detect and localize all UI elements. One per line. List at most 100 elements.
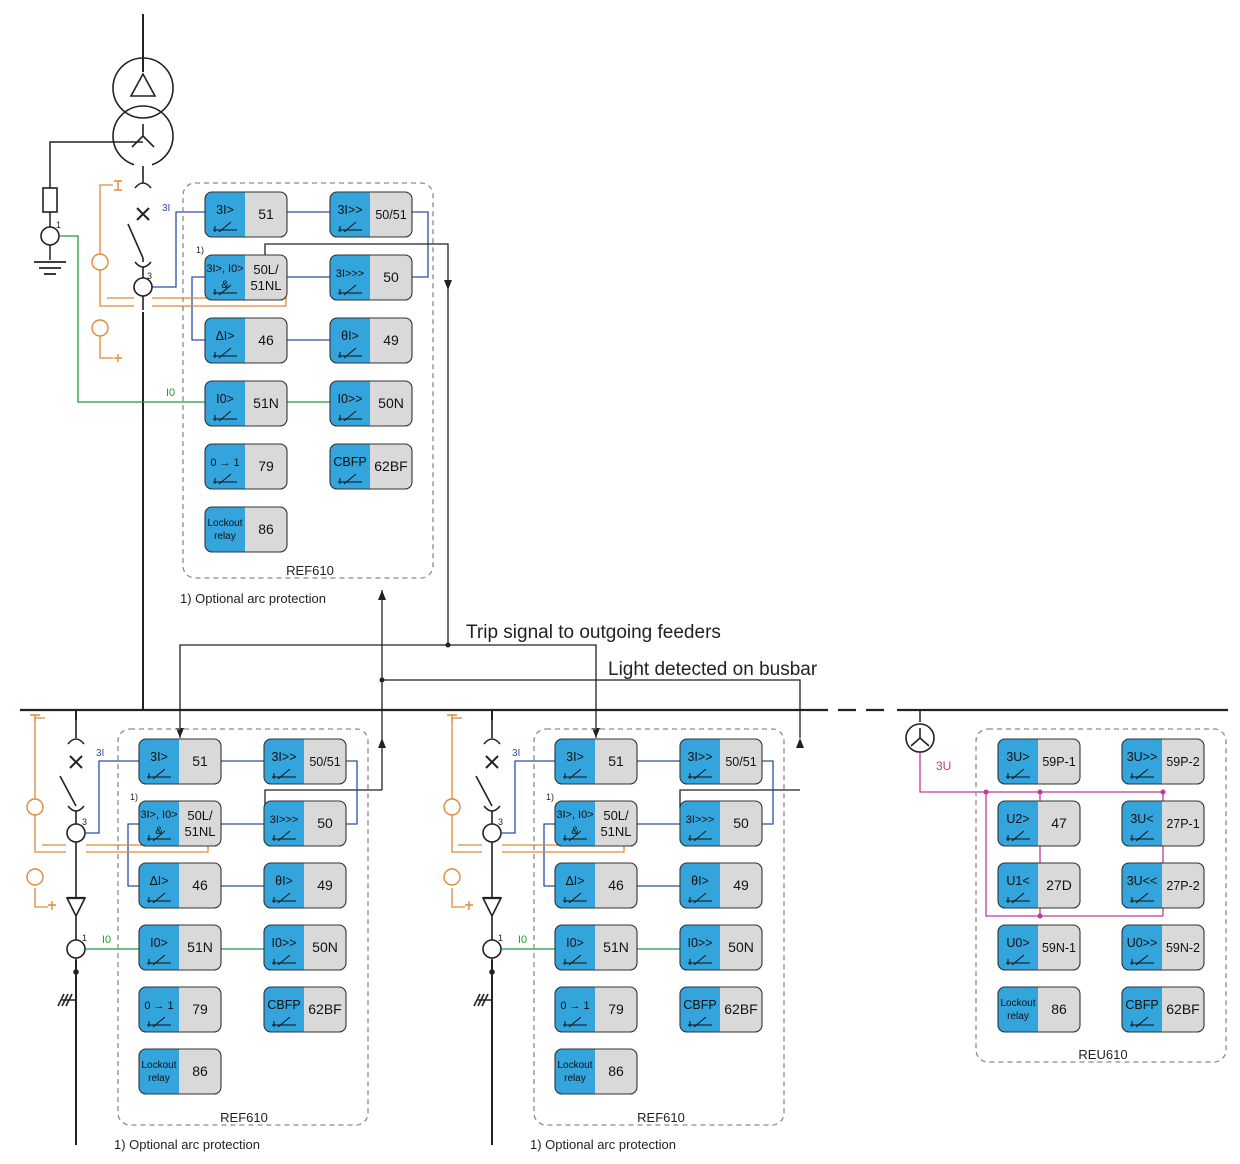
function-symbol: 3I>: [216, 203, 234, 217]
function-outline: [329, 191, 413, 238]
function-symbol: &: [571, 825, 579, 837]
junction-dot: [1160, 789, 1166, 795]
delta-icon: [129, 72, 157, 97]
protection-function: I0>51N: [554, 924, 638, 971]
characteristic-icon: [147, 830, 171, 842]
characteristic-icon: [1130, 954, 1154, 966]
function-code: 59N-1: [1042, 941, 1076, 955]
function-symbol: &: [155, 825, 163, 837]
function-symbol: Lockout: [207, 518, 242, 529]
footnote-mark: 1): [196, 245, 204, 255]
protection-function: 3I>>>50: [329, 254, 413, 301]
ct-ratio-label: 1: [498, 933, 503, 943]
voltage-3u-wire: [919, 752, 1163, 793]
function-code: 47: [1051, 815, 1067, 831]
protection-function: Lockout relay 86: [554, 1048, 638, 1095]
current-3i-label: 3I: [162, 203, 170, 214]
characteristic-icon: [272, 1016, 296, 1028]
protection-function: 3I>>50/51: [263, 738, 347, 785]
voltage-3u-label: 3U: [936, 759, 951, 773]
function-outline: [204, 443, 288, 490]
characteristic-icon: [563, 954, 587, 966]
function-symbol: Lockout: [557, 1060, 592, 1071]
function-code: 27P-2: [1166, 879, 1199, 893]
function-code: 59N-2: [1166, 941, 1200, 955]
incoming-breaker-x-icon: [136, 207, 150, 221]
protection-function: CBFP 62BF: [679, 986, 763, 1033]
function-symbol: 3I>, I0>: [140, 809, 177, 821]
feeder1-46-loop: [127, 823, 140, 887]
characteristic-icon: [272, 954, 296, 966]
function-code: 62BF: [724, 1001, 757, 1017]
feeder2-plug-top-icon: [483, 738, 501, 745]
characteristic-icon: [338, 410, 362, 422]
function-symbol: ΔI>: [215, 329, 234, 343]
function-symbol: CBFP: [267, 998, 300, 1012]
function-outline: [138, 862, 222, 909]
protection-function: 3U<27P-1: [1121, 800, 1205, 847]
protection-function: θI>49: [263, 862, 347, 909]
arc-sensor-icon: [26, 868, 44, 886]
feeder2-46-loop: [543, 823, 556, 887]
feeder1-earth-icon: [57, 993, 76, 1007]
function-symbol: 3I>>>: [686, 814, 714, 826]
function-symbol: 3U<<: [1127, 874, 1158, 888]
feeder1-right-loop: [346, 760, 358, 825]
neutral-resistor: [42, 187, 58, 213]
function-symbol: ΔI>: [565, 874, 584, 888]
arrow-down-icon: [444, 280, 452, 290]
function-symbol: I0>>: [271, 936, 296, 950]
function-code: 51N: [603, 939, 629, 955]
function-code: 51N: [187, 939, 213, 955]
arc-sensor-icon: [30, 180, 473, 910]
function-outline: [1121, 986, 1205, 1033]
protection-function: 3I>51: [554, 738, 638, 785]
function-symbol: relay: [564, 1073, 586, 1084]
characteristic-icon: [147, 892, 171, 904]
function-code: 50N: [728, 939, 754, 955]
function-outline: [329, 254, 413, 301]
protection-function: θI>49: [679, 862, 763, 909]
protection-function: 3I>>50/51: [679, 738, 763, 785]
function-outline: [138, 738, 222, 785]
function-symbol: 3U<: [1130, 812, 1153, 826]
arc-sensor-icon: [91, 319, 109, 337]
protection-function: U0>>59N-2: [1121, 924, 1205, 971]
ct-ratio-label: 3: [498, 817, 503, 827]
function-code: 49: [383, 332, 399, 348]
function-symbol: 3I>>: [271, 750, 296, 764]
junction-dot: [445, 642, 451, 648]
function-outline: [679, 738, 763, 785]
function-symbol: CBFP: [683, 998, 716, 1012]
relay-box: [182, 182, 434, 579]
relay-box: [117, 728, 369, 1126]
incoming-breaker-blade: [127, 223, 144, 259]
function-symbol: 3I>>: [687, 750, 712, 764]
characteristic-icon: [213, 473, 237, 485]
function-outline: [329, 443, 413, 490]
function-symbol: 3U>>: [1127, 750, 1158, 764]
function-symbol: CBFP: [333, 455, 366, 469]
arc-sensor-icon: [26, 798, 44, 816]
feeder1-light-link: [264, 789, 382, 808]
incoming-feeder-mask: [134, 164, 152, 312]
protection-function: I0>>50N: [679, 924, 763, 971]
function-code: 50: [733, 815, 749, 831]
function-code: 51: [608, 753, 624, 769]
feeder2-3i-wire: [502, 760, 556, 834]
protection-function: I0>>50N: [329, 380, 413, 427]
characteristic-icon: [1130, 1016, 1154, 1028]
function-code: 51: [192, 753, 208, 769]
characteristic-icon: [338, 473, 362, 485]
function-code: 86: [608, 1063, 624, 1079]
function-outline: [138, 924, 222, 971]
function-code: 62BF: [308, 1001, 341, 1017]
function-symbol: 3U>: [1006, 750, 1029, 764]
arc-sensor-icon: [91, 253, 109, 271]
feeder2-arc-wire-2: [451, 888, 465, 908]
